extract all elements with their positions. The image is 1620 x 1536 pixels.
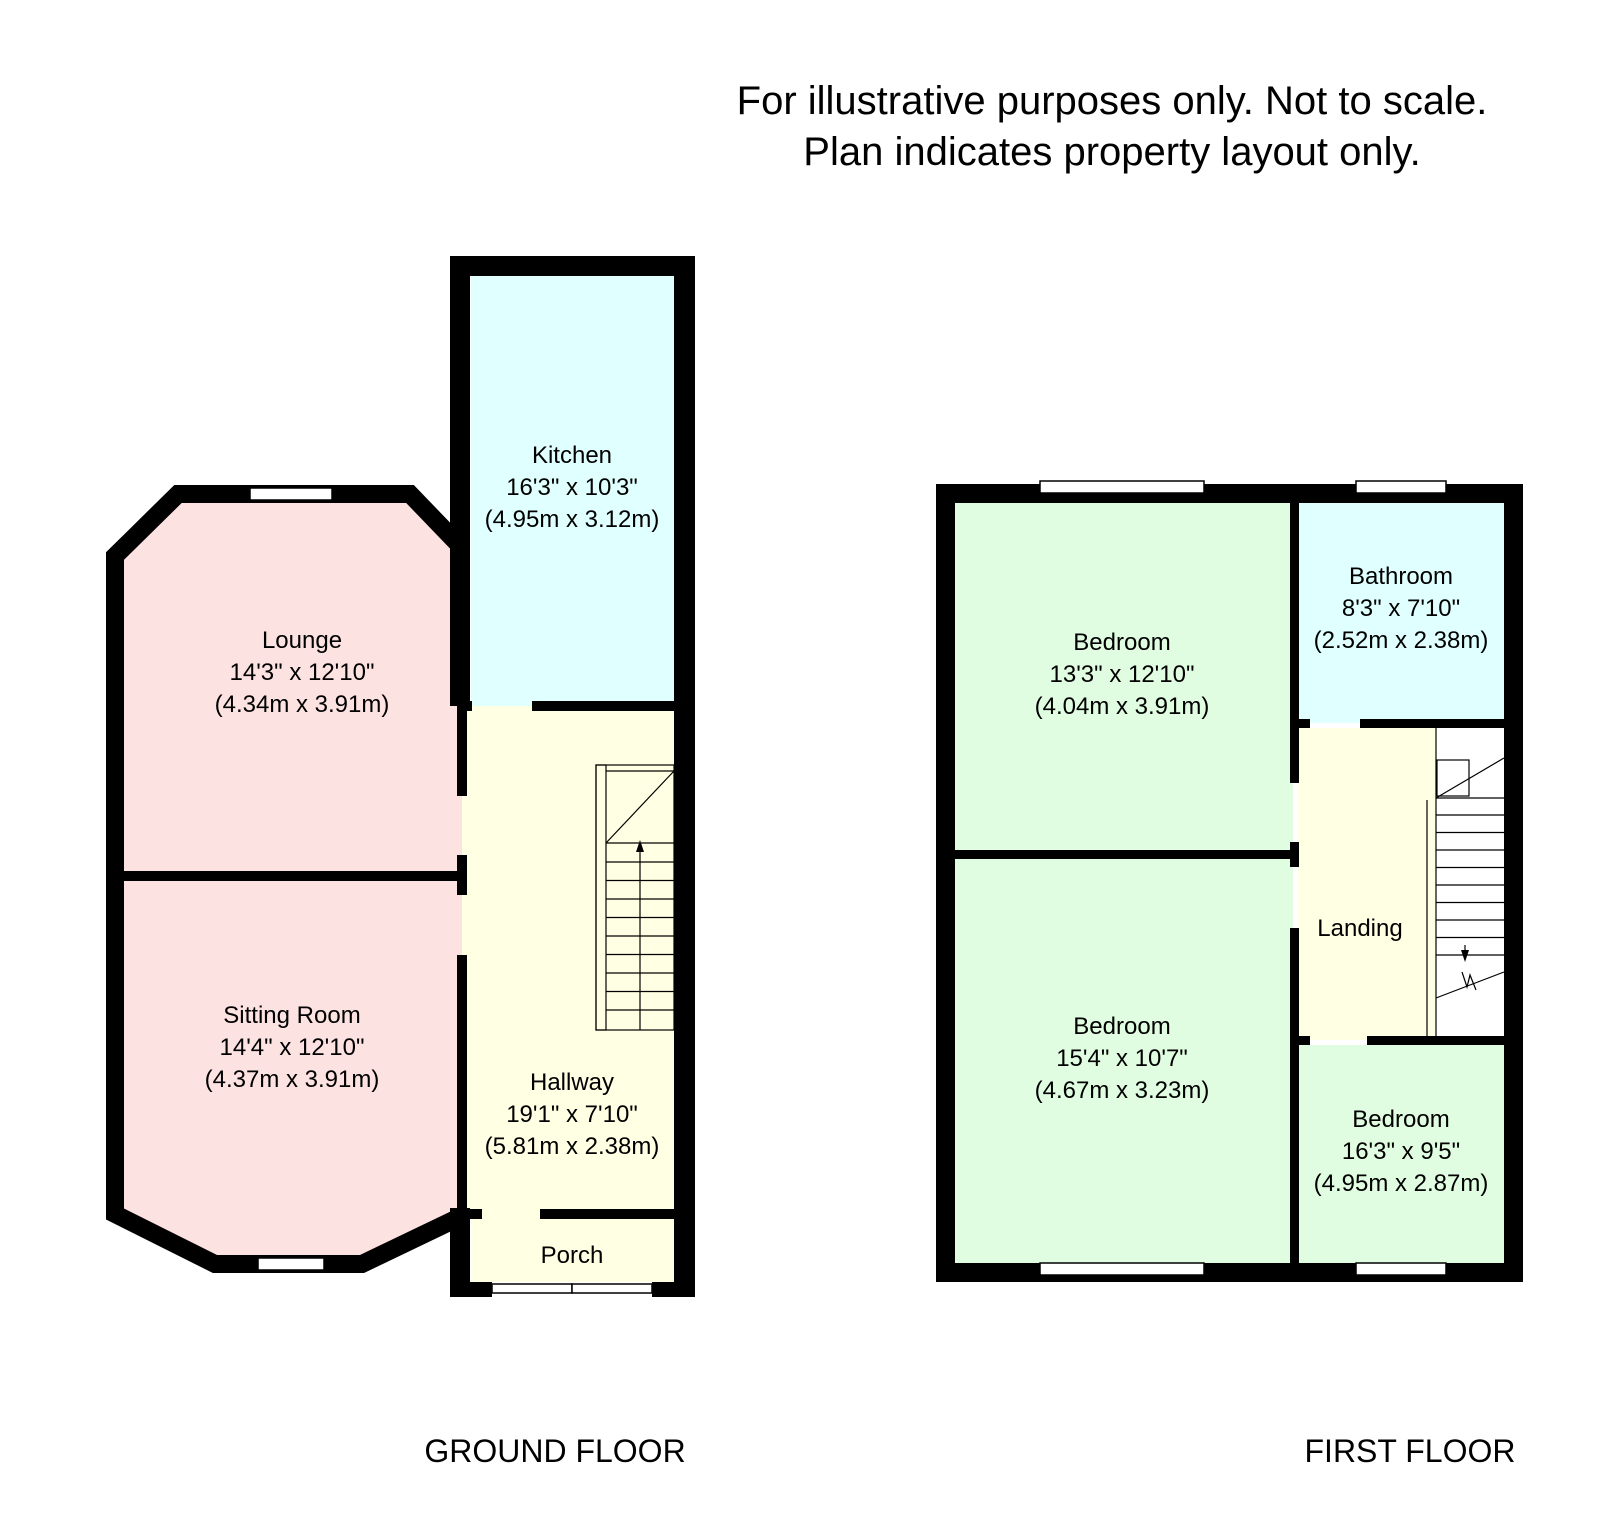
sitting-room-label: Sitting Room 14'4" x 12'10" (4.37m x 3.9…: [205, 1002, 380, 1093]
porch-bottom-wall-right: [652, 1282, 695, 1297]
svg-text:(2.52m x 2.38m): (2.52m x 2.38m): [1314, 627, 1489, 654]
first-floor-label: FIRST FLOOR: [1305, 1433, 1516, 1469]
kitchen-hall-wall-left: [462, 701, 472, 711]
bedroom-2-label: Bedroom 15'4" x 10'7" (4.67m x 3.23m): [1035, 1013, 1210, 1104]
svg-text:Bedroom: Bedroom: [1352, 1106, 1449, 1133]
living-right-wall-3: [457, 955, 467, 1208]
kitchen-top-wall: [450, 256, 695, 276]
disclaimer-line-2: Plan indicates property layout only.: [803, 130, 1420, 174]
bed2-landing-wall: [1290, 928, 1299, 1263]
svg-text:16'3" x 10'3": 16'3" x 10'3": [506, 474, 638, 501]
porch-label: Porch: [541, 1242, 604, 1269]
kitchen-hall-wall-right: [532, 701, 674, 711]
svg-text:15'4" x 10'7": 15'4" x 10'7": [1056, 1045, 1188, 1072]
porch-left-wall: [450, 1208, 470, 1297]
lounge-sitting-wall: [124, 871, 462, 881]
bedroom-3-area: [1298, 1045, 1504, 1263]
ff-right-wall: [1504, 484, 1523, 1282]
svg-text:(4.95m x 2.87m): (4.95m x 2.87m): [1314, 1170, 1489, 1197]
bedroom-1-label: Bedroom 13'3" x 12'10" (4.04m x 3.91m): [1035, 629, 1210, 720]
svg-text:(5.81m x 2.38m): (5.81m x 2.38m): [485, 1133, 660, 1160]
landing-bed3-wall-right: [1367, 1036, 1504, 1045]
sitting-room-area: [124, 876, 462, 1255]
svg-text:Lounge: Lounge: [262, 627, 342, 654]
svg-text:(4.37m x 3.91m): (4.37m x 3.91m): [205, 1066, 380, 1093]
svg-text:19'1" x 7'10": 19'1" x 7'10": [506, 1101, 638, 1128]
svg-text:Sitting Room: Sitting Room: [223, 1002, 360, 1029]
ground-floor: Kitchen 16'3" x 10'3" (4.95m x 3.12m) Lo…: [106, 256, 695, 1469]
svg-text:(4.04m x 3.91m): (4.04m x 3.91m): [1035, 693, 1210, 720]
svg-text:Bedroom: Bedroom: [1073, 629, 1170, 656]
svg-text:13'3" x 12'10": 13'3" x 12'10": [1050, 661, 1195, 688]
living-outer-wall: [106, 485, 469, 1273]
bath-landing-wall-right: [1360, 719, 1504, 728]
svg-text:14'4" x 12'10": 14'4" x 12'10": [220, 1034, 365, 1061]
svg-text:Bathroom: Bathroom: [1349, 563, 1453, 590]
bedroom-1-window: [1039, 480, 1205, 494]
bedroom-3-window: [1355, 1262, 1447, 1276]
ff-left-wall: [936, 484, 955, 1282]
svg-text:(4.34m x 3.91m): (4.34m x 3.91m): [215, 691, 390, 718]
hallway-label: Hallway 19'1" x 7'10" (5.81m x 2.38m): [485, 1069, 660, 1160]
kitchen-label: Kitchen 16'3" x 10'3" (4.95m x 3.12m): [485, 442, 660, 533]
lounge-label: Lounge 14'3" x 12'10" (4.34m x 3.91m): [215, 627, 390, 718]
svg-text:Bedroom: Bedroom: [1073, 1013, 1170, 1040]
landing-label: Landing: [1317, 915, 1402, 942]
kitchen-right-wall: [674, 256, 695, 1297]
porch-door-left: [491, 1283, 573, 1294]
living-right-wall-2: [457, 855, 467, 895]
bedroom-3-label: Bedroom 16'3" x 9'5" (4.95m x 2.87m): [1314, 1106, 1489, 1197]
porch-bottom-wall-left: [450, 1282, 492, 1297]
bedroom-2-area: [955, 859, 1293, 1263]
svg-text:14'3" x 12'10": 14'3" x 12'10": [230, 659, 375, 686]
svg-text:(4.95m x 3.12m): (4.95m x 3.12m): [485, 506, 660, 533]
stair-well-area: [1436, 728, 1504, 1040]
landing-bed3-wall-left: [1298, 1036, 1310, 1045]
svg-text:8'3" x 7'10": 8'3" x 7'10": [1342, 595, 1460, 622]
lounge-area: [124, 497, 462, 876]
hall-porch-wall-left: [462, 1209, 482, 1219]
lounge-window: [249, 487, 333, 501]
hallway-area: [462, 706, 674, 1214]
bath-landing-wall-left: [1298, 719, 1310, 728]
bedroom-2-window: [1039, 1262, 1205, 1276]
svg-text:(4.67m x 3.23m): (4.67m x 3.23m): [1035, 1077, 1210, 1104]
disclaimer-line-1: For illustrative purposes only. Not to s…: [737, 79, 1488, 123]
bedroom-1-area: [955, 503, 1293, 853]
porch-door-right: [571, 1283, 653, 1294]
bed1-bed2-wall: [955, 850, 1299, 859]
porch-area: [471, 1214, 674, 1282]
hall-porch-wall-right: [540, 1209, 674, 1219]
bathroom-label: Bathroom 8'3" x 7'10" (2.52m x 2.38m): [1314, 563, 1489, 654]
first-floor: Bedroom 13'3" x 12'10" (4.04m x 3.91m) B…: [936, 480, 1523, 1469]
landing-area: [1298, 728, 1436, 1040]
bathroom-area: [1298, 503, 1504, 723]
bed1-landing-wall-stub: [1290, 842, 1299, 867]
bed1-bath-wall: [1290, 503, 1299, 783]
svg-text:Kitchen: Kitchen: [532, 442, 612, 469]
bathroom-window: [1355, 480, 1447, 494]
ground-floor-stairs: [595, 764, 675, 1031]
ground-floor-label: GROUND FLOOR: [424, 1433, 685, 1469]
first-floor-stairs: [1426, 728, 1505, 1036]
svg-text:Hallway: Hallway: [530, 1069, 614, 1096]
kitchen-left-wall: [450, 256, 470, 706]
sitting-room-window: [257, 1257, 325, 1271]
kitchen-area: [471, 276, 674, 706]
svg-text:16'3" x 9'5": 16'3" x 9'5": [1342, 1138, 1460, 1165]
